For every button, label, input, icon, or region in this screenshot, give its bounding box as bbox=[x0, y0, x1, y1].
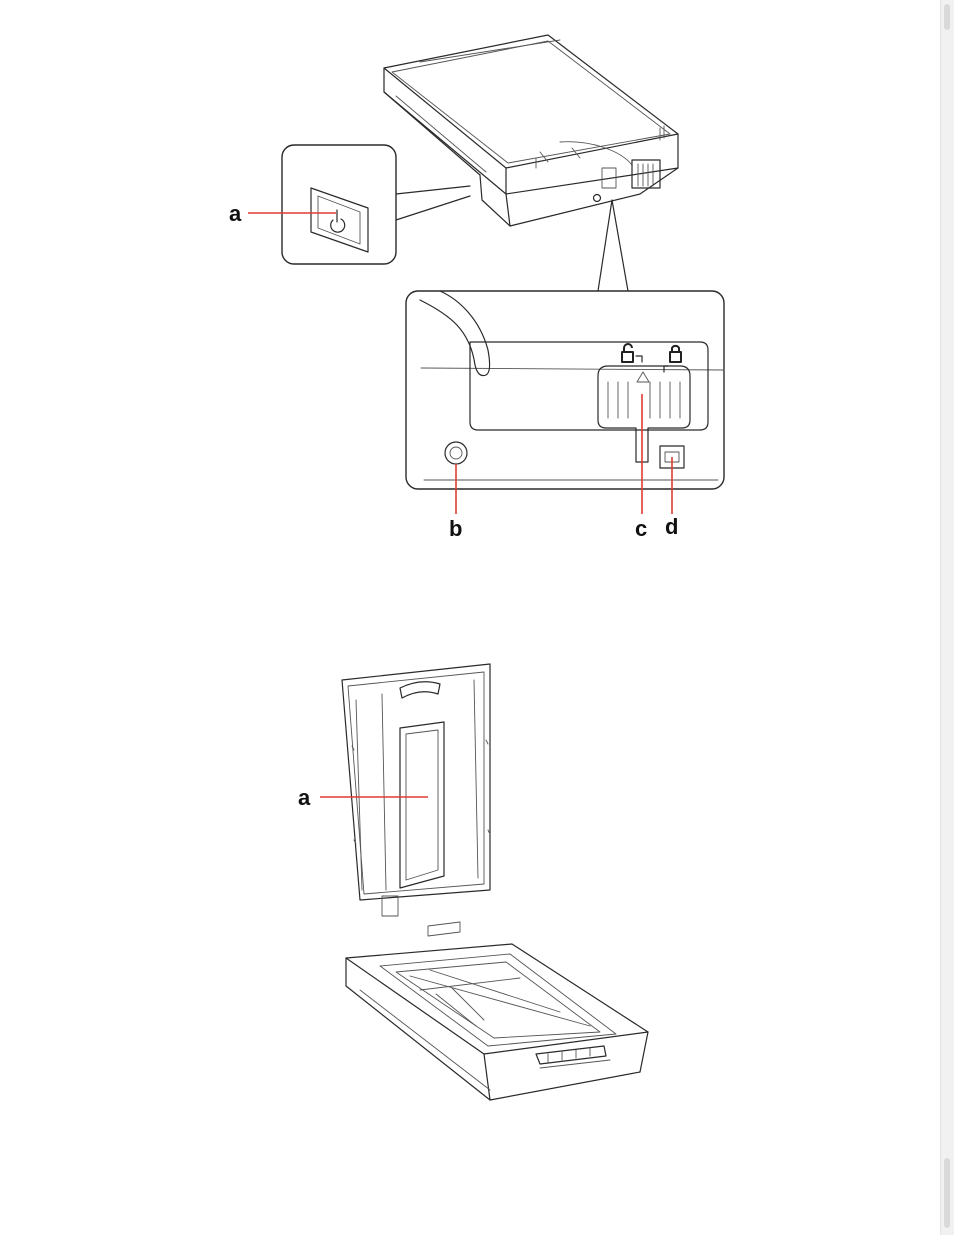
scrollbar-thumb-top[interactable] bbox=[944, 4, 950, 30]
scanner-rear-figure: a bbox=[0, 0, 940, 560]
label-d: d bbox=[665, 514, 678, 539]
label-b: b bbox=[449, 516, 462, 541]
scanner-open-lid-figure: a bbox=[0, 650, 940, 1120]
scanner-lid-open bbox=[342, 664, 490, 936]
power-button-inset: a bbox=[229, 145, 470, 264]
rear-connectors-inset: b c d bbox=[406, 200, 724, 541]
label-a-top: a bbox=[229, 201, 242, 226]
vertical-scrollbar[interactable] bbox=[940, 0, 954, 1235]
scanner-body bbox=[384, 35, 678, 226]
label-a-bottom: a bbox=[298, 785, 311, 810]
label-c: c bbox=[635, 516, 647, 541]
scrollbar-thumb-bottom[interactable] bbox=[944, 1158, 950, 1228]
scanner-base bbox=[346, 944, 648, 1100]
